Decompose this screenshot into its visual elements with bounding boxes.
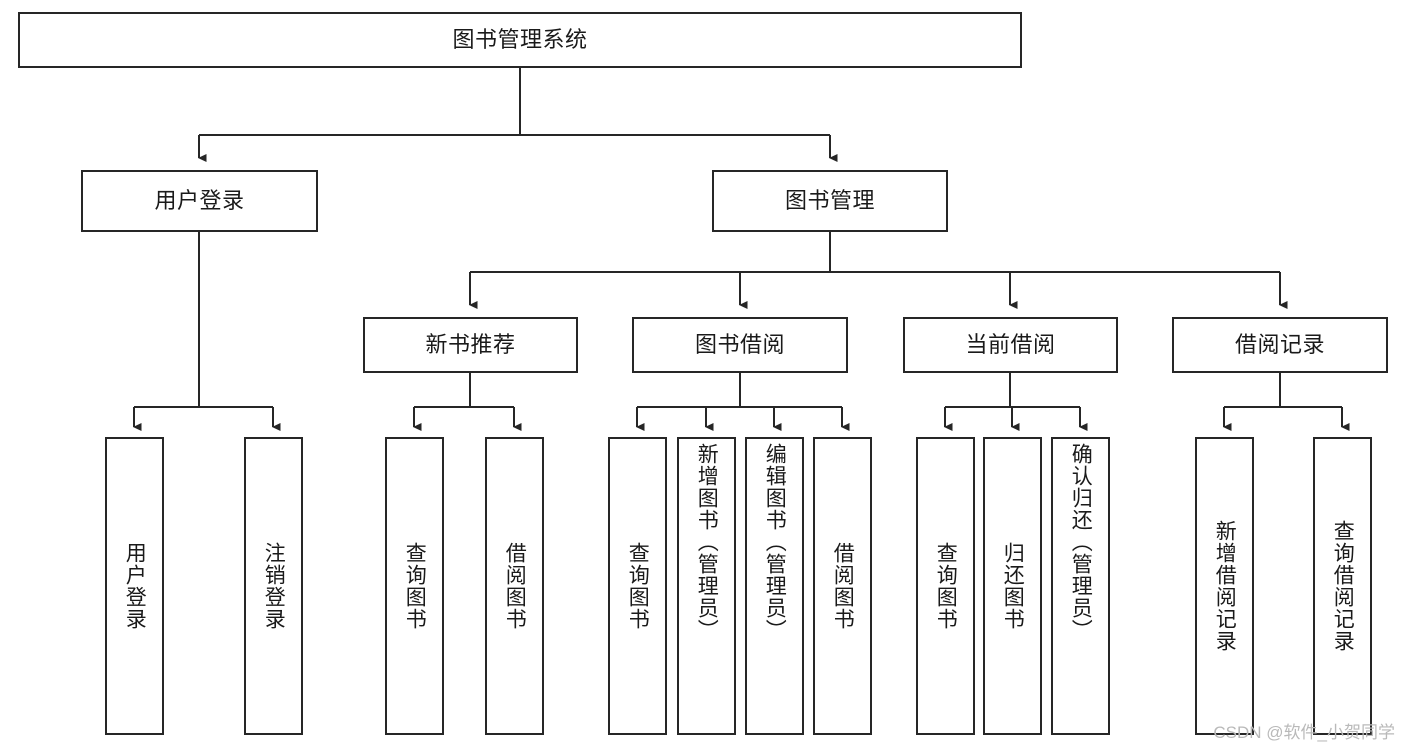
node-new-book-label: 新书推荐 [425, 331, 516, 357]
leaf-cb-return-label: 归还图书 [1001, 542, 1025, 630]
node-user-login-label: 用户登录 [154, 187, 245, 213]
node-borrow-record-label: 借阅记录 [1234, 331, 1325, 357]
leaf-nb-query-label: 查询图书 [403, 542, 427, 630]
leaf-nb-borrow[interactable]: 借阅图书 [485, 437, 544, 735]
leaf-nb-query[interactable]: 查询图书 [385, 437, 444, 735]
leaf-bb-edit-label: 编辑图书（管理员） [763, 443, 787, 641]
leaf-cb-return[interactable]: 归还图书 [983, 437, 1042, 735]
leaf-br-add-label: 新增借阅记录 [1213, 520, 1237, 652]
leaf-bb-edit[interactable]: 编辑图书（管理员） [745, 437, 804, 735]
node-new-book[interactable]: 新书推荐 [363, 317, 578, 373]
leaf-br-query[interactable]: 查询借阅记录 [1313, 437, 1372, 735]
leaf-bb-add-label: 新增图书（管理员） [695, 443, 719, 641]
leaf-user-login-do-label: 用户登录 [123, 542, 147, 630]
leaf-cb-query-label: 查询图书 [934, 542, 958, 630]
leaf-user-logout-label: 注销登录 [262, 542, 286, 630]
leaf-cb-query[interactable]: 查询图书 [916, 437, 975, 735]
node-user-login[interactable]: 用户登录 [81, 170, 318, 232]
leaf-bb-add[interactable]: 新增图书（管理员） [677, 437, 736, 735]
leaf-user-logout[interactable]: 注销登录 [244, 437, 303, 735]
leaf-cb-confirm-label: 确认归还（管理员） [1069, 443, 1093, 641]
node-book-manage-label: 图书管理 [784, 187, 875, 213]
leaf-cb-confirm[interactable]: 确认归还（管理员） [1051, 437, 1110, 735]
node-current-borrow[interactable]: 当前借阅 [903, 317, 1118, 373]
node-book-manage[interactable]: 图书管理 [712, 170, 948, 232]
leaf-bb-borrow[interactable]: 借阅图书 [813, 437, 872, 735]
leaf-bb-query-label: 查询图书 [626, 542, 650, 630]
node-borrow-record[interactable]: 借阅记录 [1172, 317, 1388, 373]
leaf-user-login-do[interactable]: 用户登录 [105, 437, 164, 735]
leaf-bb-borrow-label: 借阅图书 [831, 542, 855, 630]
node-root-label: 图书管理系统 [452, 26, 588, 52]
node-book-borrow-label: 图书借阅 [694, 331, 785, 357]
leaf-nb-borrow-label: 借阅图书 [503, 542, 527, 630]
leaf-br-add[interactable]: 新增借阅记录 [1195, 437, 1254, 735]
leaf-br-query-label: 查询借阅记录 [1331, 520, 1355, 652]
node-current-borrow-label: 当前借阅 [965, 331, 1056, 357]
leaf-bb-query[interactable]: 查询图书 [608, 437, 667, 735]
node-root[interactable]: 图书管理系统 [18, 12, 1022, 68]
node-book-borrow[interactable]: 图书借阅 [632, 317, 848, 373]
